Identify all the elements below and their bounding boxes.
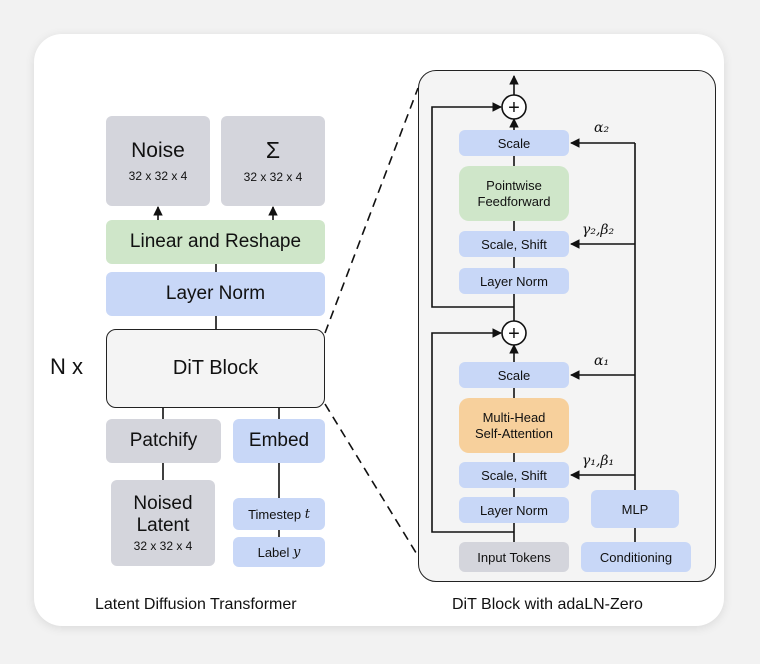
- pointwise-line2: Feedforward: [477, 193, 551, 209]
- timestep-text: Timestep: [248, 506, 302, 522]
- noised-latent-line2: Latent: [136, 514, 190, 536]
- timestep-box: Timestep t: [233, 498, 325, 530]
- residual-bottom: [431, 328, 514, 533]
- add-node-bottom: [501, 320, 527, 346]
- self-attention-box: Multi-Head Self-Attention: [459, 398, 569, 453]
- label-text: Label: [257, 544, 290, 560]
- left-caption: Latent Diffusion Transformer: [95, 596, 297, 613]
- add-symbol-top: +: [508, 97, 520, 119]
- linear-reshape-box: Linear and Reshape: [106, 220, 325, 264]
- attention-line2: Self-Attention: [474, 425, 554, 441]
- scale-shift-bottom-box: Scale, Shift: [459, 462, 569, 488]
- noise-dims: 32 x 32 x 4: [128, 169, 188, 184]
- scale-shift-top-box: Scale, Shift: [459, 231, 569, 257]
- conditioning-box: Conditioning: [581, 542, 691, 572]
- mlp-box: MLP: [591, 490, 679, 528]
- scale-bottom-box: Scale: [459, 362, 569, 388]
- alpha1-label: α₁: [594, 353, 610, 369]
- scale-top-box: Scale: [459, 130, 569, 156]
- layer-norm-bottom-box: Layer Norm: [459, 497, 569, 523]
- noised-latent-box: Noised Latent 32 x 32 x 4: [111, 480, 215, 566]
- layer-norm-top-box: Layer Norm: [459, 268, 569, 294]
- embed-box: Embed: [233, 419, 325, 463]
- noise-title: Noise: [131, 138, 185, 162]
- residual-top: [431, 102, 514, 308]
- label-box: Label y: [233, 537, 325, 567]
- zoom-line-top: [324, 87, 419, 334]
- gamma1-beta1-label: γ₁,β₁: [582, 453, 615, 469]
- noised-latent-dims: 32 x 32 x 4: [133, 539, 193, 554]
- right-caption: DiT Block with adaLN-Zero: [452, 596, 643, 613]
- sigma-title: Σ: [265, 137, 281, 164]
- patchify-box: Patchify: [106, 419, 221, 463]
- attention-line1: Multi-Head: [482, 410, 546, 426]
- add-node-top: [501, 94, 527, 120]
- zoom-line-bottom: [324, 403, 419, 557]
- alpha2-label: α₂: [594, 120, 610, 136]
- dit-block-box: DiT Block: [106, 329, 325, 408]
- repeat-label: N x: [50, 354, 83, 379]
- pointwise-line1: Pointwise: [486, 178, 542, 194]
- pointwise-feedforward-box: Pointwise Feedforward: [459, 166, 569, 221]
- timestep-var: t: [304, 506, 310, 522]
- noise-output-box: Noise 32 x 32 x 4: [106, 116, 210, 206]
- noised-latent-line1: Noised: [133, 492, 193, 514]
- layer-norm-box: Layer Norm: [106, 272, 325, 316]
- gamma2-beta2-label: γ₂,β₂: [582, 222, 615, 238]
- sigma-dims: 32 x 32 x 4: [243, 170, 303, 185]
- label-var: y: [293, 544, 301, 560]
- sigma-output-box: Σ 32 x 32 x 4: [221, 116, 325, 206]
- add-symbol-bottom: +: [508, 323, 520, 345]
- input-tokens-box: Input Tokens: [459, 542, 569, 572]
